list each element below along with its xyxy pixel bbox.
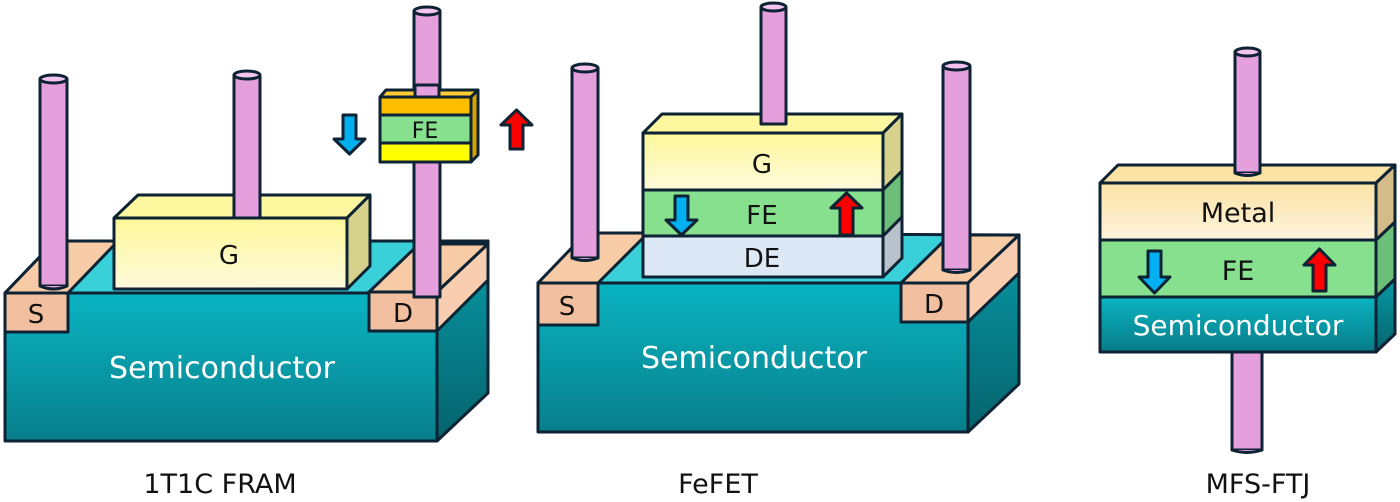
gate-block: G [112,193,372,291]
gate-layer [641,131,885,192]
mfs-stack: Metal FE Semiconductor [1098,163,1397,354]
caption-fefet: FeFET [678,469,758,500]
device-1t1c-fram: S D G [3,5,534,500]
fe-layer [1098,238,1378,299]
metal-label: Metal [1201,198,1276,229]
up-arrow-icon [829,191,864,237]
substrate-label: Semiconductor [109,351,336,386]
gate-pillar [759,1,788,126]
gate-label: G [752,150,772,180]
source-pillar [570,62,600,262]
source-label: S [559,292,576,322]
up-arrow-icon [1302,247,1337,293]
down-arrow-icon [332,113,367,156]
fe-capacitor: FE [378,83,480,164]
top-pillar [1233,46,1262,177]
metal-layer [1098,181,1378,242]
semiconductor-layer [1098,295,1378,354]
gate-label: G [219,241,239,271]
gate-stack: G FE DE [641,112,904,279]
device-mfs-ftj: Metal FE Semiconductor MFS-FTJ [1098,46,1397,500]
de-layer [641,234,885,279]
down-arrow-icon [664,194,699,237]
capacitor-fe-label: FE [412,119,439,144]
source-label: S [28,300,45,330]
gate-pillar [232,69,262,220]
semiconductor-label: Semiconductor [1133,309,1344,342]
down-arrow-icon [1137,249,1172,295]
drain-pillar [941,60,972,274]
caption-mfs-ftj: MFS-FTJ [1206,469,1311,500]
drain-label: D [393,299,413,329]
fe-label: FE [1222,256,1255,287]
de-label: DE [744,244,780,274]
bottom-pillar [1230,348,1264,454]
drain-label: D [924,290,944,320]
source-pillar [38,73,69,291]
up-arrow-icon [499,108,534,151]
substrate-label: Semiconductor [641,341,868,376]
caption-1t1c-fram: 1T1C FRAM [143,469,296,500]
fe-label: FE [746,201,777,231]
device-fefet: S D G FE DE [536,1,1021,500]
